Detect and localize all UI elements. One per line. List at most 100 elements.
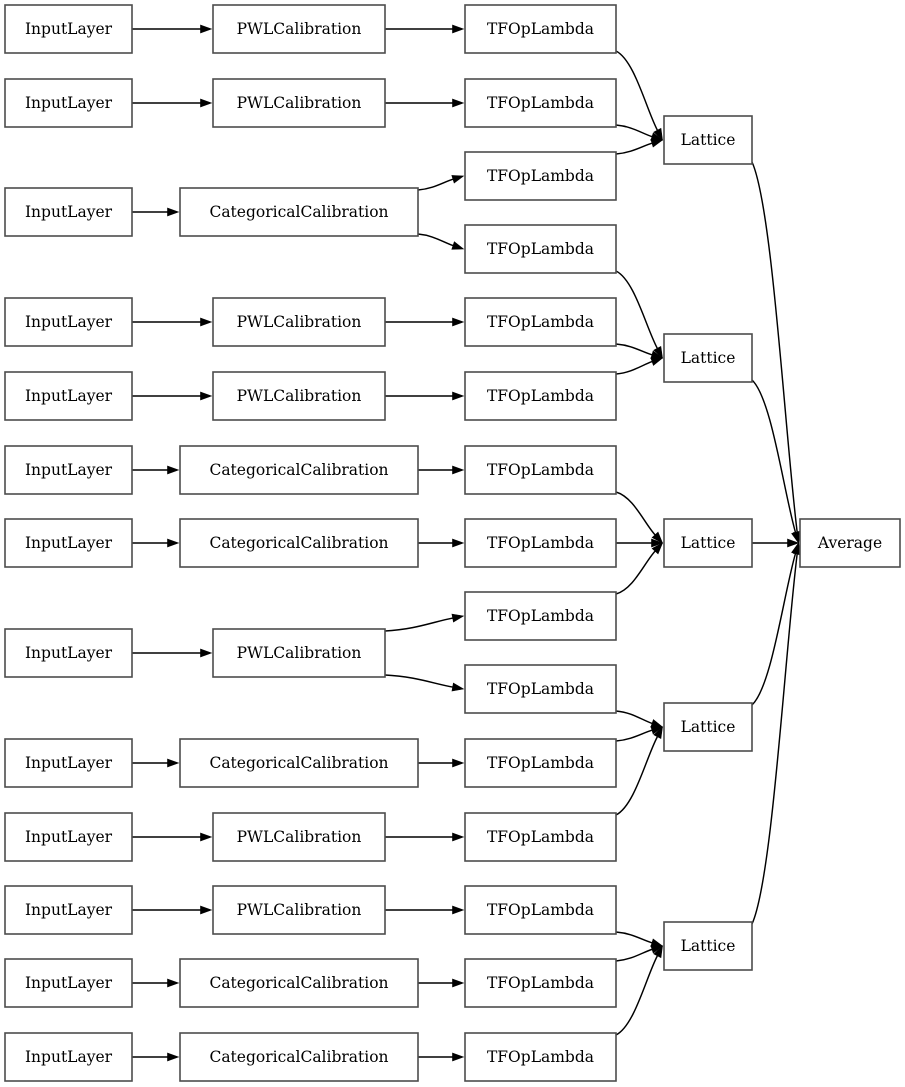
node-tfop-lambda-op7[interactable]: TFOpLambda (464, 445, 617, 495)
node-box[interactable] (464, 958, 617, 1008)
node-box[interactable] (179, 958, 419, 1008)
node-input-layer-in3[interactable]: InputLayer (4, 187, 133, 237)
arrowhead-icon (200, 905, 213, 915)
node-tfop-lambda-op6[interactable]: TFOpLambda (464, 371, 617, 421)
node-box[interactable] (464, 78, 617, 128)
node-pwlcalibration-cal1[interactable]: PWLCalibration (212, 4, 386, 54)
node-pwlcalibration-cal10[interactable]: PWLCalibration (212, 812, 386, 862)
node-input-layer-in13[interactable]: InputLayer (4, 1032, 133, 1082)
node-input-layer-in10[interactable]: InputLayer (4, 812, 133, 862)
node-box[interactable] (212, 297, 386, 347)
node-tfop-lambda-op3[interactable]: TFOpLambda (464, 151, 617, 201)
node-box[interactable] (464, 738, 617, 788)
node-tfop-lambda-op11[interactable]: TFOpLambda (464, 738, 617, 788)
arrowhead-icon (452, 98, 465, 108)
node-box[interactable] (4, 738, 133, 788)
node-categorical-calibration-cal12[interactable]: CategoricalCalibration (179, 958, 419, 1008)
node-tfop-lambda-op12[interactable]: TFOpLambda (464, 812, 617, 862)
node-box[interactable] (179, 518, 419, 568)
node-input-layer-in2[interactable]: InputLayer (4, 78, 133, 128)
node-pwlcalibration-cal2[interactable]: PWLCalibration (212, 78, 386, 128)
node-categorical-calibration-cal13[interactable]: CategoricalCalibration (179, 1032, 419, 1082)
node-tfop-lambda-op15[interactable]: TFOpLambda (464, 1032, 617, 1082)
node-box[interactable] (212, 812, 386, 862)
node-box[interactable] (663, 702, 753, 752)
node-box[interactable] (464, 371, 617, 421)
node-box[interactable] (4, 4, 133, 54)
node-categorical-calibration-cal6[interactable]: CategoricalCalibration (179, 445, 419, 495)
node-box[interactable] (4, 518, 133, 568)
node-categorical-calibration-cal9[interactable]: CategoricalCalibration (179, 738, 419, 788)
node-box[interactable] (212, 885, 386, 935)
node-box[interactable] (464, 885, 617, 935)
node-box[interactable] (4, 628, 133, 678)
node-box[interactable] (464, 1032, 617, 1082)
node-box[interactable] (4, 1032, 133, 1082)
node-input-layer-in1[interactable]: InputLayer (4, 4, 133, 54)
node-box[interactable] (4, 78, 133, 128)
node-tfop-lambda-op8[interactable]: TFOpLambda (464, 518, 617, 568)
node-pwlcalibration-cal11[interactable]: PWLCalibration (212, 885, 386, 935)
node-tfop-lambda-op5[interactable]: TFOpLambda (464, 297, 617, 347)
node-input-layer-in7[interactable]: InputLayer (4, 518, 133, 568)
node-box[interactable] (179, 445, 419, 495)
node-input-layer-in8[interactable]: InputLayer (4, 628, 133, 678)
node-tfop-lambda-op2[interactable]: TFOpLambda (464, 78, 617, 128)
node-box[interactable] (663, 921, 753, 971)
node-box[interactable] (4, 371, 133, 421)
node-box[interactable] (464, 4, 617, 54)
node-average-avg[interactable]: Average (799, 518, 901, 568)
node-box[interactable] (464, 518, 617, 568)
node-box[interactable] (464, 151, 617, 201)
node-box[interactable] (464, 591, 617, 641)
node-box[interactable] (212, 371, 386, 421)
node-box[interactable] (464, 297, 617, 347)
node-box[interactable] (4, 445, 133, 495)
node-pwlcalibration-cal4[interactable]: PWLCalibration (212, 297, 386, 347)
node-box[interactable] (212, 78, 386, 128)
node-lattice-lat2[interactable]: Lattice (663, 333, 753, 383)
edge-in7-to-cal7 (132, 538, 180, 548)
node-input-layer-in6[interactable]: InputLayer (4, 445, 133, 495)
node-box[interactable] (179, 738, 419, 788)
node-box[interactable] (4, 812, 133, 862)
node-tfop-lambda-op10[interactable]: TFOpLambda (464, 664, 617, 714)
node-tfop-lambda-op9[interactable]: TFOpLambda (464, 591, 617, 641)
node-box[interactable] (663, 115, 753, 165)
node-label: InputLayer (25, 1048, 113, 1066)
node-box[interactable] (464, 445, 617, 495)
node-categorical-calibration-cal3[interactable]: CategoricalCalibration (179, 187, 419, 237)
node-pwlcalibration-cal8[interactable]: PWLCalibration (212, 628, 386, 678)
node-input-layer-in9[interactable]: InputLayer (4, 738, 133, 788)
node-box[interactable] (464, 812, 617, 862)
node-lattice-lat3[interactable]: Lattice (663, 518, 753, 568)
node-box[interactable] (212, 628, 386, 678)
node-box[interactable] (464, 664, 617, 714)
node-box[interactable] (179, 187, 419, 237)
node-label: InputLayer (25, 313, 113, 331)
node-input-layer-in4[interactable]: InputLayer (4, 297, 133, 347)
node-box[interactable] (663, 333, 753, 383)
node-tfop-lambda-op14[interactable]: TFOpLambda (464, 958, 617, 1008)
node-lattice-lat4[interactable]: Lattice (663, 702, 753, 752)
node-box[interactable] (179, 1032, 419, 1082)
node-box[interactable] (212, 4, 386, 54)
node-box[interactable] (663, 518, 753, 568)
node-box[interactable] (4, 297, 133, 347)
node-box[interactable] (4, 958, 133, 1008)
node-box[interactable] (4, 187, 133, 237)
node-box[interactable] (4, 885, 133, 935)
node-pwlcalibration-cal5[interactable]: PWLCalibration (212, 371, 386, 421)
node-box[interactable] (464, 224, 617, 274)
node-input-layer-in11[interactable]: InputLayer (4, 885, 133, 935)
node-label: TFOpLambda (487, 94, 594, 112)
node-tfop-lambda-op4[interactable]: TFOpLambda (464, 224, 617, 274)
node-categorical-calibration-cal7[interactable]: CategoricalCalibration (179, 518, 419, 568)
node-input-layer-in12[interactable]: InputLayer (4, 958, 133, 1008)
node-box[interactable] (799, 518, 901, 568)
node-lattice-lat5[interactable]: Lattice (663, 921, 753, 971)
node-lattice-lat1[interactable]: Lattice (663, 115, 753, 165)
node-input-layer-in5[interactable]: InputLayer (4, 371, 133, 421)
node-tfop-lambda-op1[interactable]: TFOpLambda (464, 4, 617, 54)
node-tfop-lambda-op13[interactable]: TFOpLambda (464, 885, 617, 935)
